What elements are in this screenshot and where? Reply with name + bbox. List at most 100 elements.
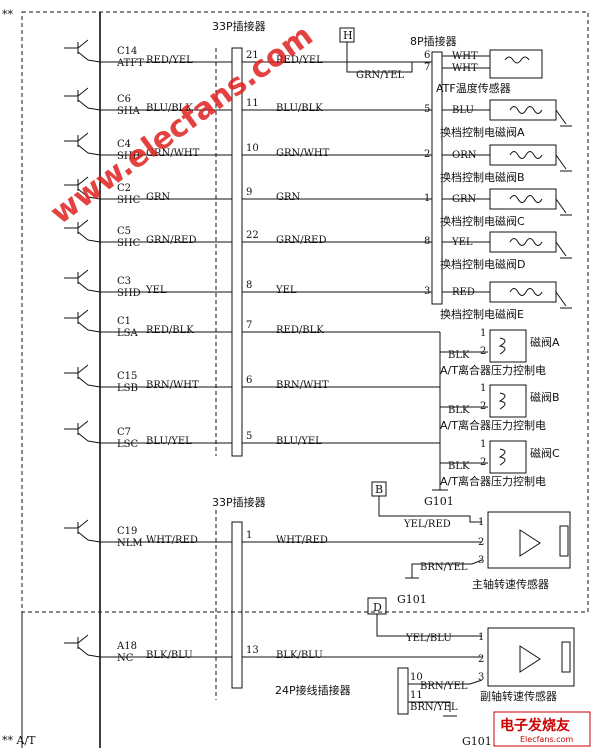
ecu-transistor-collector: [77, 87, 89, 97]
pressure-solenoid-label-a-0: A/T离合器压力控制电: [440, 363, 546, 377]
pressure-solenoid-label-a-1: A/T离合器压力控制电: [440, 418, 546, 432]
ecu-pin-6: C1: [117, 316, 131, 327]
d-marker: D: [373, 601, 382, 614]
sub-wire-brn-2: [408, 701, 451, 712]
shift-solenoid-label-1: 换档控制电磁阀B: [440, 170, 525, 184]
ecu-transistor-emitter: [77, 51, 89, 61]
pressure-blk-label-1: BLK: [448, 405, 470, 416]
connector-8p-pin-6: 3: [424, 286, 430, 297]
ecu-transistor-collector: [77, 420, 89, 430]
connector-8p-pin-1: 7: [424, 62, 430, 73]
g101-label: G101: [424, 495, 454, 508]
connector-33p-pin-9: 1: [246, 530, 252, 541]
shift-solenoid-ground-2: [555, 198, 567, 214]
sub-pin-2: 2: [478, 654, 484, 665]
main-brn-yel: BRN/YEL: [420, 562, 468, 573]
right-wire-label-4: GRN/RED: [276, 235, 326, 246]
shift-solenoid-coil-icon-0: [509, 106, 543, 114]
pressure-solenoid-box-2: [489, 440, 527, 474]
pressure-solenoid-label-b-0: 磁阀A: [530, 335, 560, 349]
ecu-pin-name-10: NC: [117, 653, 134, 664]
shift-solenoid-coil-icon-3: [509, 238, 543, 246]
connector-33p-pin-4: 22: [246, 230, 259, 241]
sub-brn-yel-1: BRN/YEL: [420, 681, 468, 692]
connector-33p-pin-7: 6: [246, 375, 252, 386]
pressure-solenoid-label-b-2: 磁阀C: [530, 446, 560, 460]
ecu-transistor-collector: [77, 634, 89, 644]
pressure-pin-1-0: 1: [480, 328, 486, 339]
right-wire-label-3: GRN: [276, 192, 301, 203]
main-sensor-label: 主轴转速传感器: [472, 577, 549, 591]
ecu-internal-link: [87, 539, 101, 543]
connector-24p-body: [397, 667, 409, 715]
right-wire-label-1: BLU/BLK: [276, 103, 323, 114]
shift-solenoid-coil-icon-1: [509, 151, 543, 159]
ecu-internal-link: [87, 239, 101, 243]
connector-8p-pin-0: 6: [424, 50, 430, 61]
solenoid-stub-label-0: WHT: [452, 51, 478, 62]
ecu-pin-name-5: SHD: [117, 288, 141, 299]
atf-sensor-label: ATF温度传感器: [436, 81, 511, 95]
ecu-wire-label-1: BLU/BLK: [146, 103, 193, 114]
main-pin-2: 2: [478, 537, 484, 548]
ecu-pin-9: C19: [117, 526, 137, 537]
ecu-pin-7: C15: [117, 371, 137, 382]
ecu-wire-label-8: BLU/YEL: [146, 436, 192, 447]
top-marker: **: [2, 8, 14, 21]
ecu-pin-name-1: SHA: [117, 106, 141, 117]
sub-yel-blu: YEL/BLU: [405, 633, 452, 644]
sub-wire-brn-1: [408, 679, 483, 685]
sub-brn-yel-2: BRN/YEL: [410, 702, 458, 713]
main-pin-3: 3: [478, 555, 484, 566]
ecu-pin-2: C4: [117, 139, 131, 150]
connector-33p-a-body: [231, 47, 243, 457]
solenoid-stub-label-6: RED: [452, 287, 475, 298]
shift-solenoid-ground-0: [555, 109, 567, 125]
connector-8p-body: [431, 51, 443, 305]
b-marker: B: [375, 483, 383, 496]
ecu-wire-label-0: RED/YEL: [146, 55, 193, 66]
ecu-wire-label-5: YEL: [145, 285, 167, 296]
h-wire-label: GRN/YEL: [356, 70, 405, 81]
ecu-internal-link: [87, 59, 101, 63]
logo-sub: Elecfans.com: [520, 735, 573, 744]
ecu-transistor-collector: [77, 176, 89, 186]
shift-solenoid-coil-icon-2: [509, 195, 543, 203]
connector-33p-pin-0: 21: [246, 50, 259, 61]
enclosure-dashed: [21, 11, 589, 613]
ecu-wire-label-7: BRN/WHT: [146, 380, 199, 391]
main-yel-red: YEL/RED: [403, 519, 451, 530]
ecu-transistor-emitter: [77, 99, 89, 109]
solenoid-stub-label-3: ORN: [452, 150, 477, 161]
right-wire-label-6: RED/BLK: [276, 325, 324, 336]
sub-sensor-coil-icon: [561, 641, 571, 673]
ecu-pin-5: C3: [117, 276, 131, 287]
main-sensor-amp-icon: [519, 529, 541, 557]
ecu-pin-8: C7: [117, 427, 131, 438]
main-pin-1: 1: [478, 517, 484, 528]
shift-solenoid-ground-3: [555, 241, 567, 257]
connector-24p-pin-11: 11: [410, 690, 423, 701]
ecu-transistor-emitter: [77, 376, 89, 386]
ecu-wire-label-9: WHT/RED: [146, 535, 198, 546]
connector-33p-b-label: 33P插接器: [212, 495, 266, 509]
ecu-pin-4: C5: [117, 226, 131, 237]
shift-solenoid-label-4: 换档控制电磁阀E: [440, 307, 524, 321]
ecu-wire-label-3: GRN: [146, 192, 171, 203]
ecu-transistor-emitter: [77, 432, 89, 442]
bottom-label: ** A/T: [2, 734, 36, 747]
main-sensor-coil-icon: [559, 525, 569, 557]
ecu-transistor-collector: [77, 519, 89, 529]
ecu-pin-name-2: SHB: [117, 151, 140, 162]
main-sensor-wire-1: [378, 496, 482, 523]
ecu-transistor-emitter: [77, 188, 89, 198]
g101-sub-label: G101: [462, 735, 492, 748]
pressure-solenoid-label-b-1: 磁阀B: [530, 390, 560, 404]
shift-solenoid-box-1: [489, 144, 557, 166]
right-wire-label-10: BLK/BLU: [276, 650, 323, 661]
ecu-pin-3: C2: [117, 183, 131, 194]
atf-sensor-box: [489, 49, 543, 79]
h-marker: H: [343, 29, 353, 42]
ecu-pin-1: C6: [117, 94, 131, 105]
